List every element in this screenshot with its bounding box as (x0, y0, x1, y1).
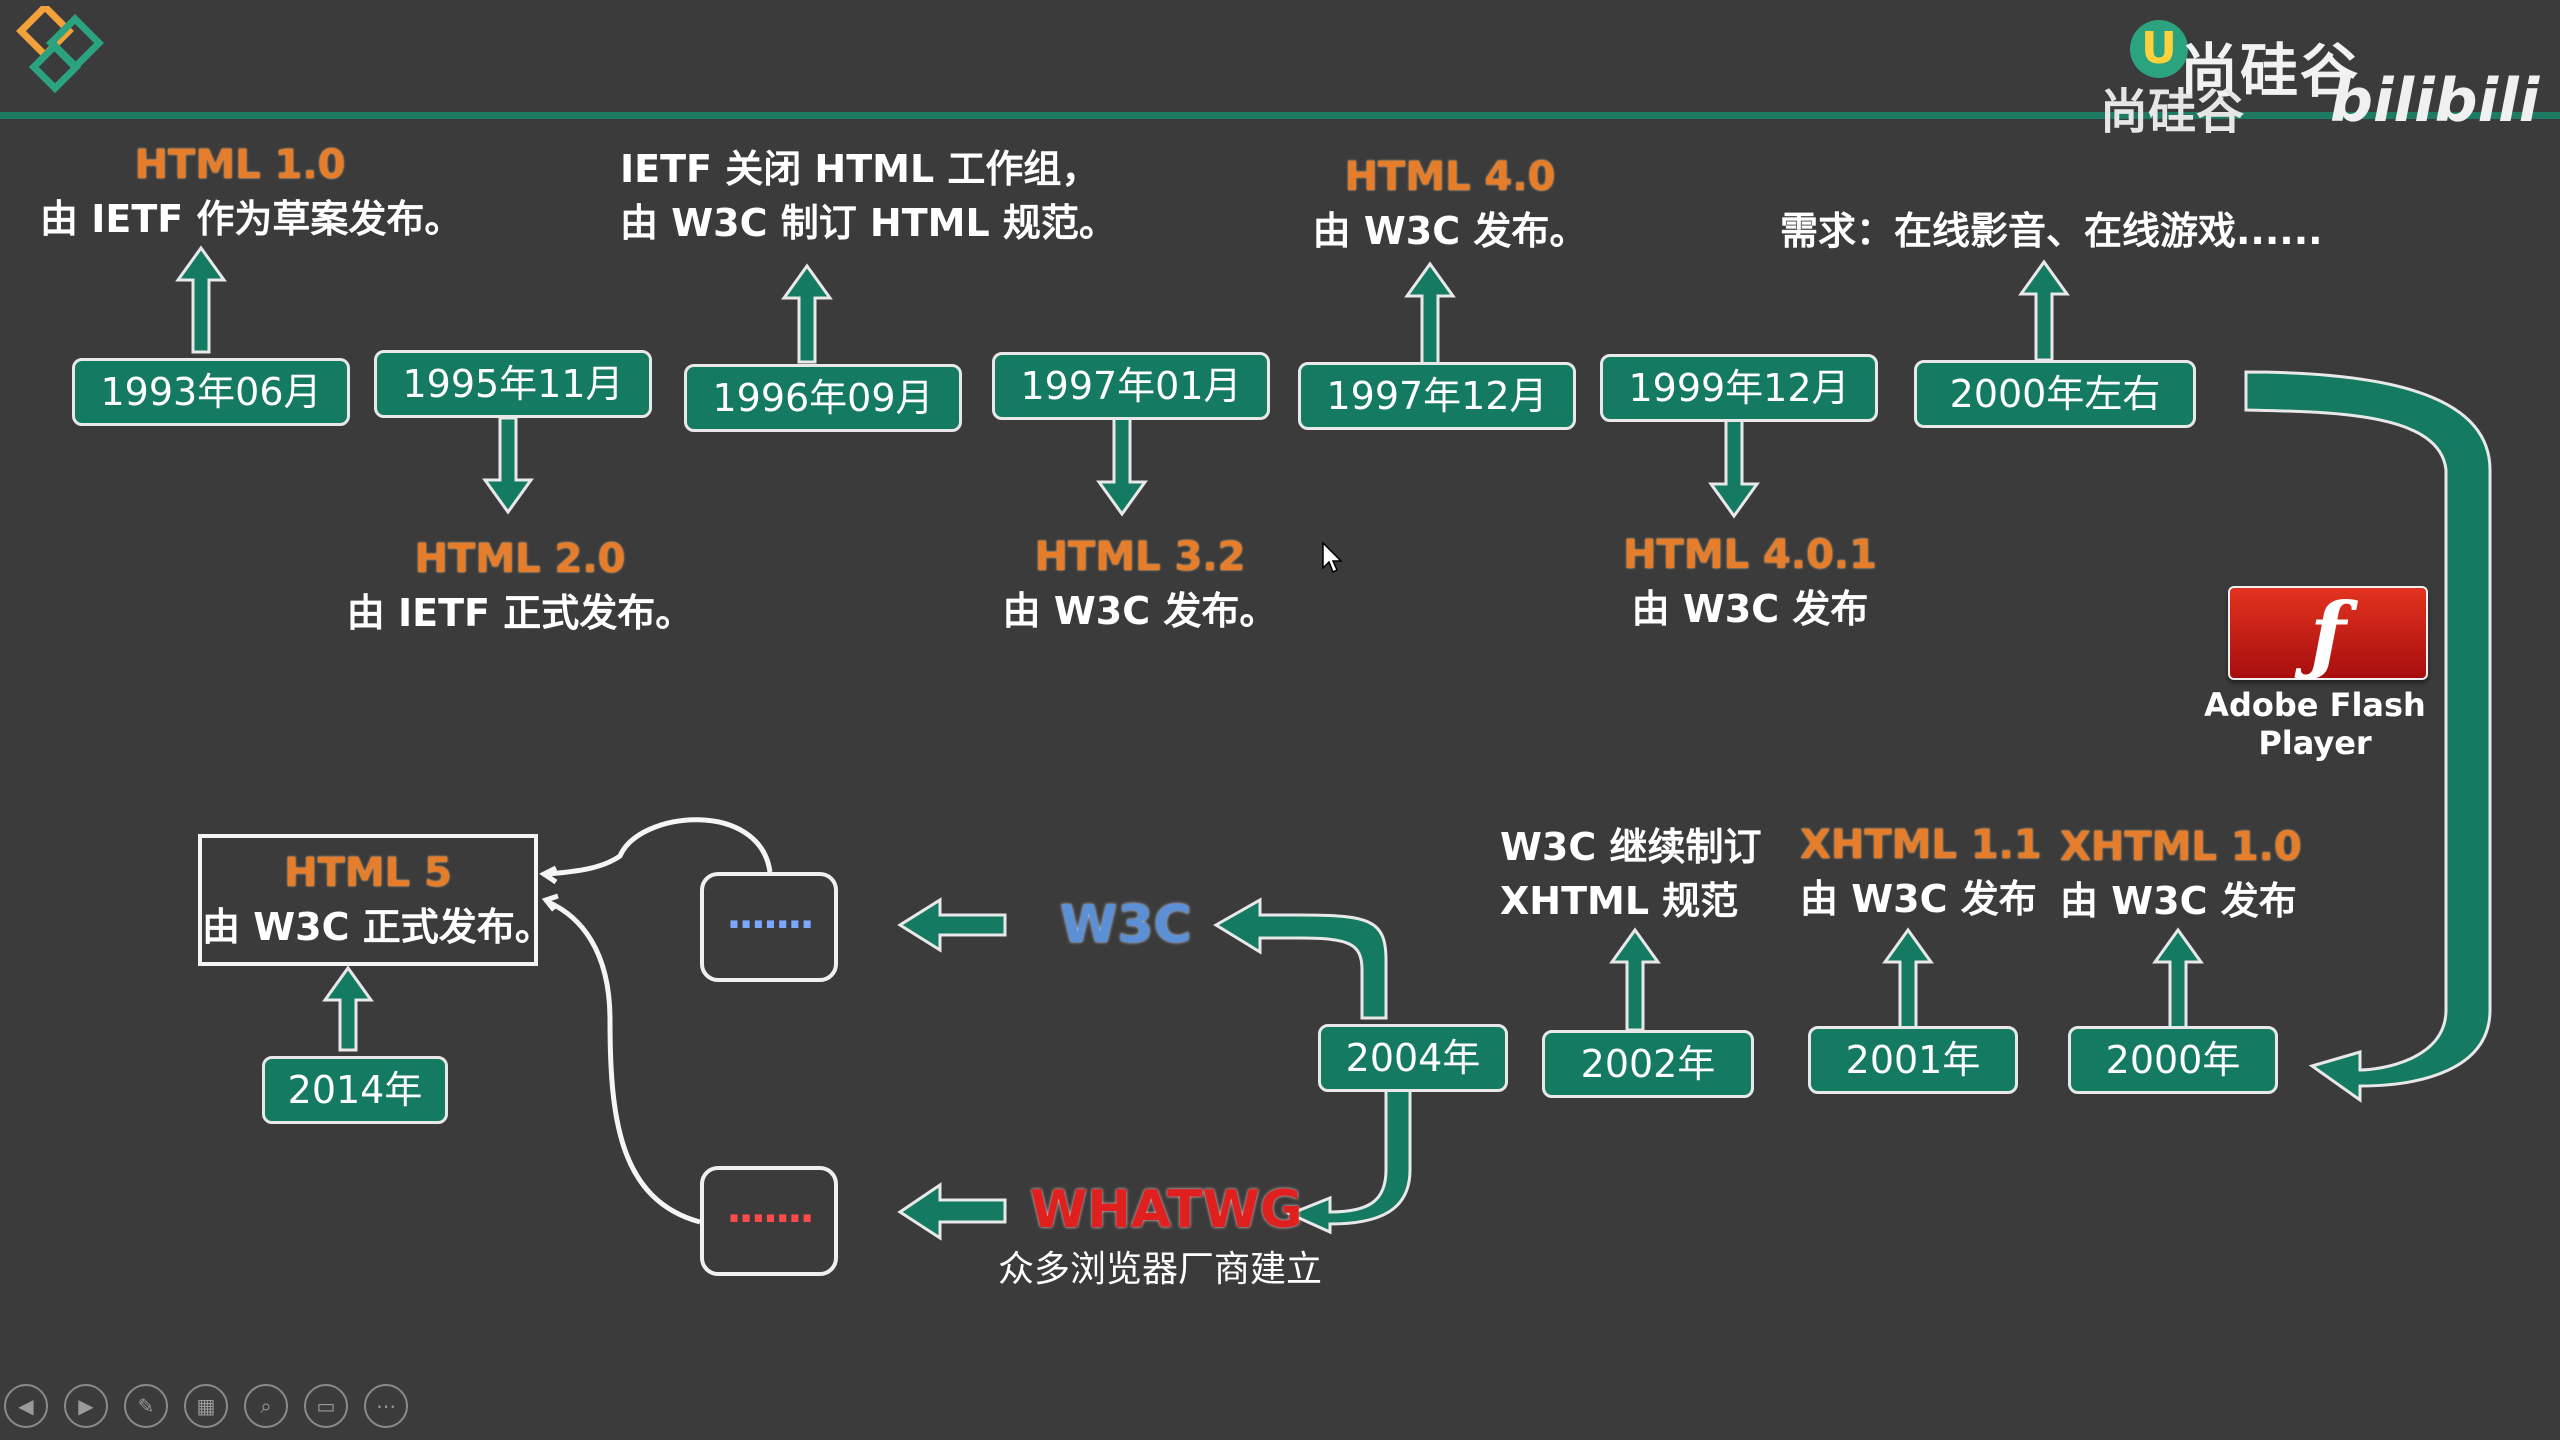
date-2004: 2004年 (1318, 1024, 1508, 1092)
prev-icon[interactable]: ◀ (4, 1384, 48, 1428)
html401-title: HTML 4.0.1 (1623, 532, 1877, 578)
xhtml10-title: XHTML 1.0 (2060, 824, 2302, 870)
flash-icon: ƒ (2228, 586, 2428, 680)
arrow-w3c-left (897, 897, 1007, 953)
event-1996: IETF 关闭 HTML 工作组， 由 W3C 制订 HTML 规范。 (620, 142, 1120, 250)
event-1993: HTML 1.0 由 IETF 作为草案发布。 (40, 138, 463, 246)
connector-top (547, 817, 773, 877)
event-1999: HTML 4.0.1 由 W3C 发布 (1560, 528, 1940, 636)
branch-w3c (1213, 897, 1388, 1020)
html5-title: HTML 5 (284, 850, 452, 896)
html5-content: HTML 5 由 W3C 正式发布。 (202, 846, 553, 954)
html20-title: HTML 2.0 (414, 536, 626, 582)
ellipsis-box-w3c: ······· (700, 872, 838, 982)
flash-label: Adobe Flash Player (2204, 686, 2426, 762)
html5-text: 由 W3C 正式发布。 (202, 905, 553, 949)
date-1993: 1993年06月 (72, 358, 350, 426)
site-logo: bilibili (2330, 66, 2540, 136)
whatwg-label: WHATWG (1030, 1180, 1303, 1240)
connector-bottom (546, 899, 701, 1225)
header-divider (0, 112, 2560, 119)
xhtml10-text: 由 W3C 发布 (2060, 879, 2297, 923)
ellipsis-box-whatwg: ······· (700, 1166, 838, 1276)
brand-name-bottom: 尚硅谷 (2100, 84, 2245, 140)
html32-text: 由 W3C 发布。 (1002, 589, 1278, 633)
slides-icon[interactable]: ▦ (184, 1384, 228, 1428)
html10-title: HTML 1.0 (134, 142, 346, 188)
html20-text: 由 IETF 正式发布。 (346, 591, 694, 635)
brand-watermark: U 尚硅谷 尚硅谷 bilibili (2100, 10, 2539, 140)
w3c-label: W3C (1060, 895, 1192, 955)
more-icon[interactable]: ⋯ (364, 1384, 408, 1428)
html40-title: HTML 4.0 (1344, 154, 1556, 200)
event-1997a: HTML 3.2 由 W3C 发布。 (950, 530, 1330, 638)
brand-name-top: 尚硅谷 (2180, 37, 2361, 105)
logo-icon (16, 6, 104, 94)
arrow-2000a (2018, 259, 2070, 362)
presentation-toolbar: ◀ ▶ ✎ ▦ ⌕ ▭ ⋯ (4, 1384, 408, 1430)
html40-text: 由 W3C 发布。 (1312, 209, 1588, 253)
event-1995: HTML 2.0 由 IETF 正式发布。 (330, 532, 710, 640)
mouse-cursor-icon (1322, 542, 1342, 574)
date-1997-12: 1997年12月 (1298, 362, 1576, 430)
branch-whatwg (1286, 1086, 1412, 1235)
date-1996: 1996年09月 (684, 364, 962, 432)
html32-title: HTML 3.2 (1034, 534, 1246, 580)
arrow-1997b (1404, 261, 1456, 368)
arrow-whatwg-left (897, 1182, 1007, 1241)
date-1999: 1999年12月 (1600, 354, 1878, 422)
arrow-2000b (2152, 927, 2204, 1032)
brand-u-logo: U (2130, 20, 2188, 78)
date-2001: 2001年 (1808, 1026, 2018, 1094)
pen-icon[interactable]: ✎ (124, 1384, 168, 1428)
arrow-2001 (1882, 927, 1934, 1032)
arrow-1996 (781, 263, 833, 364)
event-2002-line2: XHTML 规范 (1500, 879, 1739, 923)
flash-f-glyph: ƒ (2309, 584, 2347, 683)
arrow-1995 (482, 416, 534, 515)
date-1997-01: 1997年01月 (992, 352, 1270, 420)
event-2000-demand: 需求：在线影音、在线游戏...... (1780, 209, 2323, 253)
date-2000-approx: 2000年左右 (1914, 360, 2196, 428)
date-2002: 2002年 (1542, 1030, 1754, 1098)
html5-box: HTML 5 由 W3C 正式发布。 (198, 834, 553, 966)
html401-text: 由 W3C 发布 (1631, 587, 1869, 631)
arrow-2002 (1609, 927, 1661, 1032)
event-xhtml11: XHTML 1.1 由 W3C 发布 (1800, 818, 2060, 926)
whatwg-note: 众多浏览器厂商建立 (997, 1249, 1322, 1290)
html10-text: 由 IETF 作为草案发布。 (40, 197, 463, 241)
event-xhtml10: XHTML 1.0 由 W3C 发布 (2060, 820, 2320, 928)
subtitle-icon[interactable]: ▭ (304, 1384, 348, 1428)
xhtml11-text: 由 W3C 发布 (1800, 877, 2037, 921)
event-1996-line1: IETF 关闭 HTML 工作组， (620, 147, 1100, 191)
arrow-1993 (175, 245, 227, 354)
arrow-1997a (1096, 416, 1148, 517)
event-2002-line1: W3C 继续制订 (1500, 825, 1762, 869)
next-icon[interactable]: ▶ (64, 1384, 108, 1428)
xhtml11-title: XHTML 1.1 (1800, 822, 2042, 868)
event-2002: W3C 继续制订 XHTML 规范 (1500, 820, 1780, 928)
zoom-icon[interactable]: ⌕ (244, 1384, 288, 1428)
date-2014: 2014年 (262, 1056, 448, 1124)
event-1997b: HTML 4.0 由 W3C 发布。 (1260, 150, 1640, 258)
curved-arrow-flash (2244, 370, 2492, 1103)
arrow-1999 (1708, 416, 1760, 519)
arrow-2014 (322, 965, 374, 1052)
date-1995: 1995年11月 (374, 350, 652, 418)
date-2000: 2000年 (2068, 1026, 2278, 1094)
event-1996-line2: 由 W3C 制订 HTML 规范。 (620, 201, 1117, 245)
